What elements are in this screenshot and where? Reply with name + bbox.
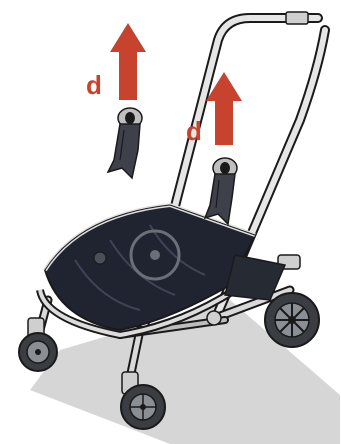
up-arrow-left-icon: [110, 23, 146, 100]
rear-right-wheel-icon: [265, 293, 319, 347]
step-label-right: d: [186, 116, 202, 146]
front-left-wheel-icon: [19, 318, 57, 371]
seat-adapter-left-icon: [108, 108, 142, 178]
frame-knob: [207, 311, 221, 325]
handlebar-grip: [286, 12, 308, 24]
seat-adapter-right-icon: [205, 158, 237, 224]
step-label-left: d: [86, 70, 102, 100]
basket-knob: [94, 252, 106, 264]
